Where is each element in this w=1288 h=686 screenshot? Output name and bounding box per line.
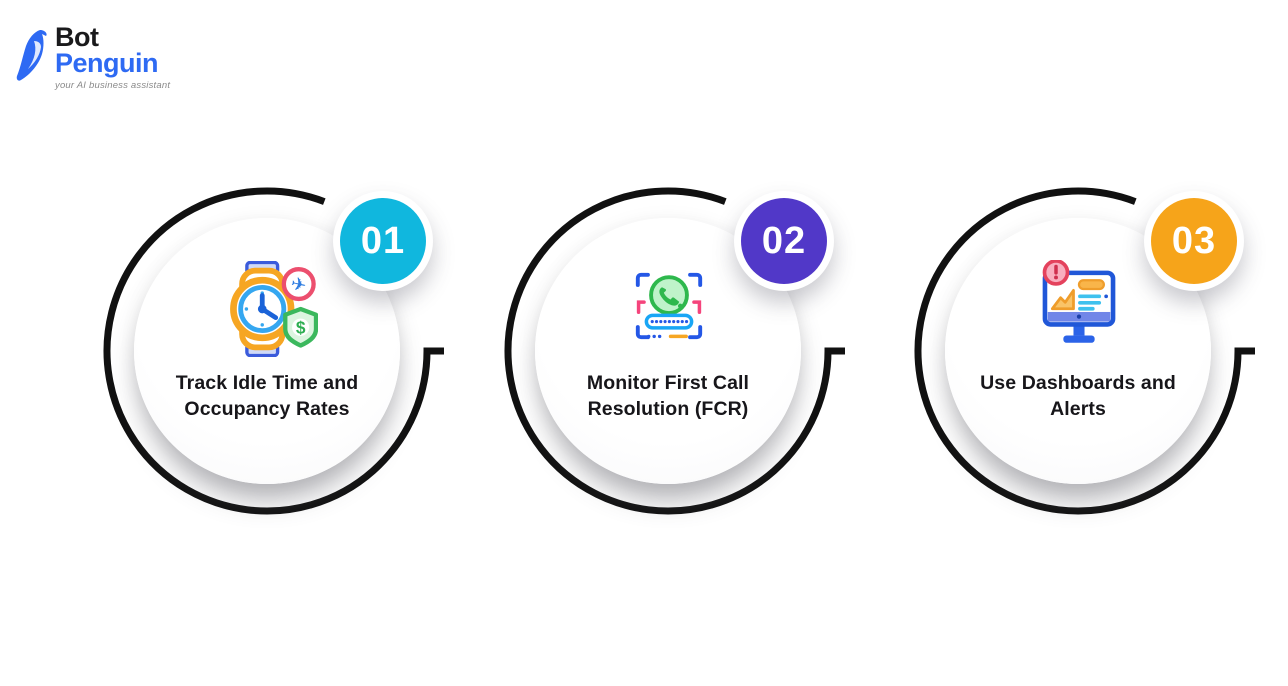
circle-arc xyxy=(914,187,1255,515)
step-title: Use Dashboards and Alerts xyxy=(933,371,1223,422)
step-card-3: Use Dashboards and Alerts 03 xyxy=(908,181,1255,521)
step-number: 02 xyxy=(741,198,827,284)
step-title: Monitor First Call Resolution (FCR) xyxy=(523,371,813,422)
step-title-line-2: Occupancy Rates xyxy=(184,397,350,420)
logo-word-bot: Bot xyxy=(55,22,99,52)
step-card-1: ✈ $ Track Idle Time and Occupancy Rates … xyxy=(97,181,444,521)
logo-text: Bot Penguin your AI business assistant xyxy=(55,22,171,92)
step-number: 01 xyxy=(340,198,426,284)
logo-word-penguin: Penguin xyxy=(55,48,159,78)
dashboard-alerts-icon xyxy=(1033,259,1125,352)
call-scan-icon xyxy=(630,266,708,346)
circle-arc xyxy=(504,187,845,515)
watch-time-travel-icon: ✈ $ xyxy=(218,260,319,358)
logo-tagline: your AI business assistant xyxy=(55,80,171,91)
step-title-line-2: Resolution (FCR) xyxy=(587,397,749,420)
step-number-badge: 01 xyxy=(333,191,433,291)
step-card-2: Monitor First Call Resolution (FCR) 02 xyxy=(498,181,845,521)
step-number-badge: 02 xyxy=(734,191,834,291)
penguin-icon xyxy=(16,30,47,81)
svg-text:$: $ xyxy=(296,317,306,337)
circle-arc xyxy=(103,187,444,515)
step-title-line-1: Track Idle Time and xyxy=(175,372,359,394)
svg-text:✈: ✈ xyxy=(289,272,308,296)
step-number-badge: 03 xyxy=(1144,191,1244,291)
step-title-line-2: Alerts xyxy=(1050,397,1106,420)
step-title: Track Idle Time and Occupancy Rates xyxy=(122,371,412,422)
step-title-line-1: Monitor First Call xyxy=(586,372,750,394)
botpenguin-logo: Bot Penguin your AI business assistant xyxy=(14,22,171,92)
step-title-line-1: Use Dashboards and xyxy=(980,372,1176,394)
step-number: 03 xyxy=(1151,198,1237,284)
